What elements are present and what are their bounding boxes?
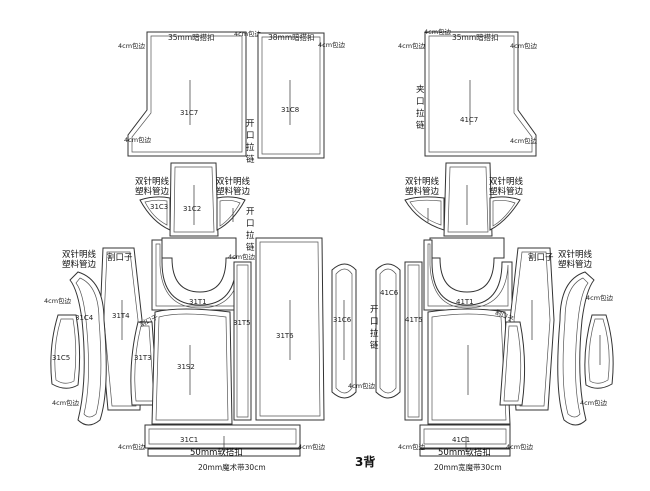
label-31c1: 31C1 xyxy=(180,436,198,444)
piece-31c1 xyxy=(144,424,301,457)
piece-31c4 xyxy=(69,271,107,426)
piece-31c5 xyxy=(50,314,81,389)
label-open-zip-1: 开口拉链 xyxy=(246,119,255,165)
label-41t5: 41T5 xyxy=(405,316,423,324)
label-4cm-edge-r4: 4cm包边 xyxy=(510,136,538,145)
piece-41c6 xyxy=(375,263,401,399)
piece-41c1 xyxy=(419,424,511,457)
label-4cm-edge-c1rr: 4cm包边 xyxy=(506,442,534,451)
label-31t1: 31T1 xyxy=(189,298,207,306)
label-4cm-edge-tm: 4cm包边 xyxy=(234,29,262,38)
label-31s2: 31S2 xyxy=(177,363,195,371)
label-double-needle-r1: 双针明线 xyxy=(405,176,440,187)
piece-31c3 xyxy=(139,196,246,231)
label-double-needle-m1: 双针明线 xyxy=(216,176,251,187)
piece-41c2 xyxy=(443,162,493,237)
label-soft-buckle-left: 50mm软搭扣 xyxy=(190,447,243,458)
piece-41c7 xyxy=(424,31,537,157)
piece-31t5 xyxy=(233,261,252,421)
label-cut-opening-right: 割口子 xyxy=(528,252,554,263)
label-31t3: 31T3 xyxy=(134,354,152,362)
piece-41c5 xyxy=(584,314,614,389)
label-4cm-edge-ml: 4cm包边 xyxy=(124,135,152,144)
label-cut-opening-left: 割口子 xyxy=(107,252,133,263)
label-4cm-edge-r3: 4cm包边 xyxy=(510,41,538,50)
label-double-needle-rr1: 双针明线 xyxy=(558,249,593,260)
piece-31c2 xyxy=(169,162,219,237)
label-double-needle-ll1: 双针明线 xyxy=(62,249,97,260)
label-31c6: 31C6 xyxy=(333,316,352,324)
label-31t5: 31T5 xyxy=(233,319,251,327)
piece-31c6 xyxy=(331,263,357,399)
piece-41t3 xyxy=(499,321,526,406)
label-open-zip-2: 开口拉链 xyxy=(246,207,255,253)
label-4cm-edge-t1: 4cm包边 xyxy=(228,252,256,261)
piece-31s2 xyxy=(151,308,233,425)
piece-31t6 xyxy=(255,237,325,421)
label-4cm-edge-tl: 4cm包边 xyxy=(118,41,146,50)
label-double-needle-m2: 塑料管边 xyxy=(216,186,251,197)
label-41c6: 41C6 xyxy=(380,289,399,297)
label-double-needle-l1: 双针明线 xyxy=(135,176,170,187)
label-4cm-edge-c1r: 4cm包边 xyxy=(298,442,326,451)
label-double-needle-l2: 塑料管边 xyxy=(135,186,170,197)
label-open-zip-right: 开口拉链 xyxy=(370,305,379,351)
label-31t4: 31T4 xyxy=(112,312,130,320)
label-soft-buckle-right: 50mm软搭扣 xyxy=(438,447,491,458)
label-35mm-buckle-left: 35mm暗搭扣 xyxy=(168,32,215,42)
label-31c5: 31C5 xyxy=(52,354,70,362)
label-belt-right: 20mm宽魔带30cm xyxy=(434,462,502,472)
label-double-needle-r4: 塑料管边 xyxy=(489,186,524,197)
piece-41t5 xyxy=(404,261,423,421)
label-4cm-edge-c6: 4cm包边 xyxy=(348,381,376,390)
label-4cm-edge-r2: 4cm包边 xyxy=(398,41,426,50)
label-31c2: 31C2 xyxy=(183,205,201,213)
label-4cm-edge-rc5: 4cm包边 xyxy=(586,293,614,302)
label-4cm-edge-c1l: 4cm包边 xyxy=(118,442,146,451)
label-double-needle-r3: 双针明线 xyxy=(489,176,524,187)
label-double-needle-ll2: 塑料管边 xyxy=(62,259,97,270)
piece-41s2 xyxy=(427,308,511,425)
label-clip-zip: 夹口拉链 xyxy=(416,84,425,131)
label-41c7: 41C7 xyxy=(460,116,478,124)
piece-41c3 xyxy=(404,196,521,231)
label-35mm-buckle-right: 35mm暗搭扣 xyxy=(452,32,499,42)
label-4cm-edge-r1: 4cm包边 xyxy=(424,27,452,36)
label-41t1: 41T1 xyxy=(456,298,474,306)
piece-31c7 xyxy=(127,31,247,157)
label-31c3: 31C3 xyxy=(150,203,168,211)
label-31c8: 31C8 xyxy=(281,106,299,114)
label-31c7: 31C7 xyxy=(180,109,198,117)
label-4cm-edge-c1rl: 4cm包边 xyxy=(398,442,426,451)
label-4cm-edge-rc4: 4cm包边 xyxy=(580,398,608,407)
label-4cm-edge-c5: 4cm包边 xyxy=(44,296,72,305)
label-belt-left: 20mm魔术带30cm xyxy=(198,462,266,472)
label-31t6: 31T6 xyxy=(276,332,294,340)
label-4cm-edge-tr: 4cm包边 xyxy=(318,40,346,49)
label-double-needle-r2: 塑料管边 xyxy=(405,186,440,197)
label-4cm-edge-c4: 4cm包边 xyxy=(52,398,80,407)
label-38mm-buckle-left: 38mm暗搭扣 xyxy=(268,32,315,42)
label-double-needle-rr2: 塑料管边 xyxy=(558,259,593,270)
sheet-title: 3背 xyxy=(355,454,375,469)
piece-41c4 xyxy=(557,271,595,426)
piece-31c8 xyxy=(257,32,325,159)
piece-31t3 xyxy=(130,321,159,406)
label-31c4: 31C4 xyxy=(75,314,94,322)
piece-41t1 xyxy=(423,237,513,311)
label-41c1: 41C1 xyxy=(452,436,470,444)
